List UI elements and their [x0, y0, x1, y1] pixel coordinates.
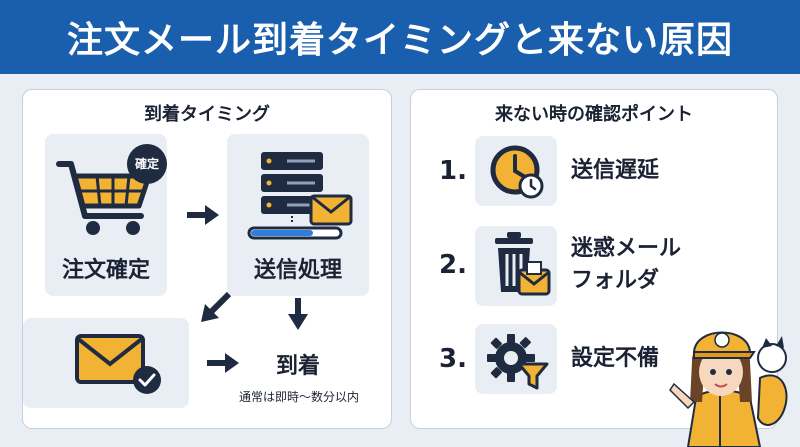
sending-process-label: 送信処理 [253, 258, 342, 283]
trash-mail-icon [495, 232, 551, 296]
checkpoint-item: 2. 迷惑メール フォルダ [411, 226, 779, 306]
checkpoint-label-line2: フォルダ [571, 268, 660, 293]
confirmed-badge-icon [127, 144, 167, 184]
envelope-check-icon [75, 334, 161, 394]
page-title: 注文メール到着タイミングと来ない原因 [66, 20, 733, 61]
server-mail-icon [247, 152, 353, 240]
order-confirmed-card: 確定 注文確定 [45, 134, 167, 296]
checkpoint-item: 1. 送信遅延 [411, 136, 779, 208]
checkpoint-icon-box [475, 226, 557, 306]
arrow-down-icon [288, 298, 308, 330]
checkpoint-icon-box [475, 136, 557, 206]
sending-process-card: 送信処理 [227, 134, 369, 296]
checkpoint-icon-box [475, 324, 557, 394]
arrow-right-icon [187, 205, 219, 225]
arrival-note: 通常は即時〜数分以内 [238, 390, 359, 404]
order-confirmed-label: 注文確定 [61, 258, 150, 283]
header-banner: 注文メール到着タイミングと来ない原因 [0, 0, 800, 74]
checkpoint-number: 1. [439, 156, 467, 186]
gear-filter-icon [487, 334, 549, 390]
checkpoint-label: 設定不備 [571, 346, 660, 371]
checkpoint-label: 送信遅延 [571, 158, 660, 183]
mascot-illustration [669, 331, 788, 447]
checkpoint-label-line1: 迷惑メール [571, 236, 682, 261]
checkpoint-number: 2. [439, 250, 467, 280]
timing-panel: 到着タイミング 確定 注文確定 [22, 89, 392, 429]
clock-icon [490, 145, 544, 199]
timing-panel-title: 到着タイミング [144, 104, 270, 125]
arrival-label: 到着 [275, 354, 320, 379]
checkpoints-panel-title: 来ない時の確認ポイント [495, 104, 693, 125]
arrow-down-left-icon [201, 291, 232, 322]
arrow-right-bottom-icon [207, 353, 239, 373]
checkpoint-number: 3. [439, 344, 467, 374]
shopping-cart-icon [56, 161, 152, 235]
mail-received-card [23, 318, 189, 408]
confirmed-badge-text: 確定 [134, 157, 159, 171]
checkpoint-item: 3. 設定不備 [411, 324, 779, 396]
